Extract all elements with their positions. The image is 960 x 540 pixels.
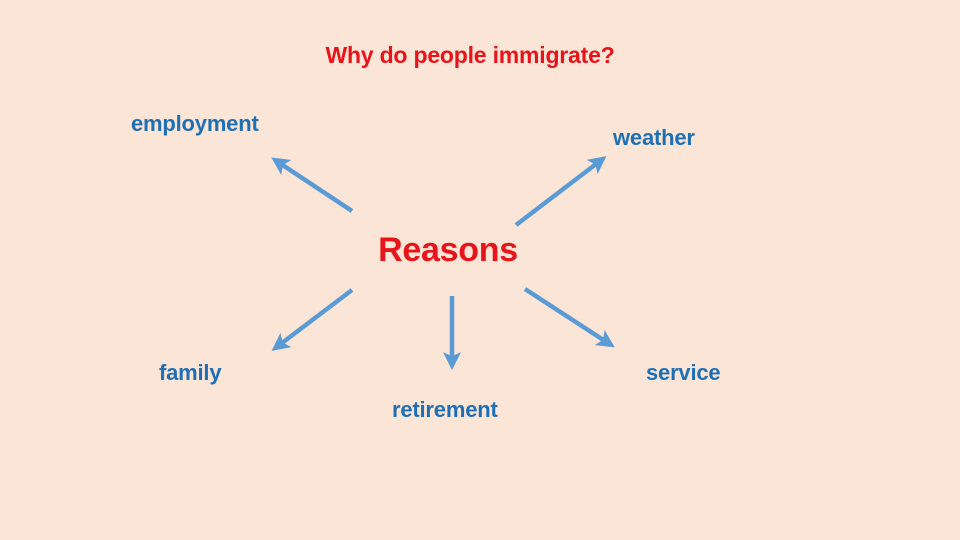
reason-retirement: retirement bbox=[392, 397, 498, 422]
reason-employment: employment bbox=[131, 111, 259, 136]
slide-title: Why do people immigrate? bbox=[325, 42, 615, 68]
center-node-reasons: Reasons bbox=[378, 231, 518, 269]
reason-family: family bbox=[159, 360, 222, 385]
arrow-down-right-icon bbox=[523, 287, 615, 348]
arrow-down-left-icon bbox=[271, 288, 354, 351]
arrow-up-left-icon bbox=[271, 157, 354, 213]
arrow-up-right-icon bbox=[514, 156, 607, 227]
reason-weather: weather bbox=[613, 125, 695, 150]
reason-service: service bbox=[646, 360, 721, 385]
